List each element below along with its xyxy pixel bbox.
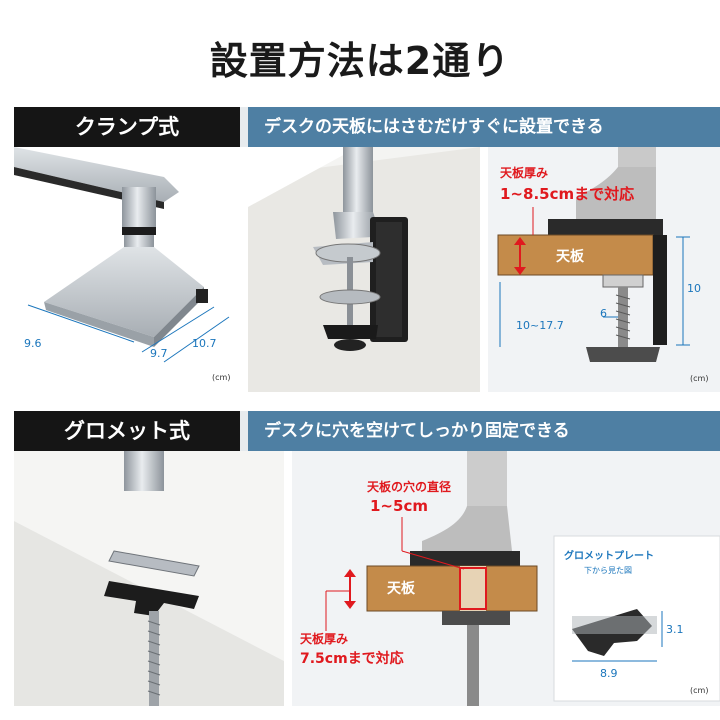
grommet-diagram: 天板 天板の穴の直径 1~5cm 天板厚み 7.5cmまで対応 グロメットプレー… [292,451,720,706]
grommet-plate-title: グロメットプレート [564,549,654,562]
grommet-plate-inset: グロメットプレート 下から見た図 8.9 3.1 (cm) [553,535,720,702]
grommet-hole-range: 1~5cm [370,497,428,515]
base-side-label: 10.7 [192,337,217,350]
clamp-dim-span: 10~17.7 [516,319,564,332]
base-depth-label: 9.7 [150,347,168,360]
grommet-plate-subtitle: 下から見た図 [584,566,632,575]
clamp-dim-height: 10 [687,282,701,295]
grommet-hole-label: 天板の穴の直径 [367,479,451,494]
grommet-thickness-range: 7.5cmまで対応 [300,650,404,667]
grommet-plate-unit: (cm) [690,686,708,695]
grommet-plate-height: 3.1 [666,623,684,636]
clamp-thickness-range: 1~8.5cmまで対応 [500,185,634,203]
clamp-board-label: 天板 [556,248,585,265]
page-title: 設置方法は2通り [209,39,511,83]
grommet-plate-width: 8.9 [600,667,618,680]
grommet-tag: グロメット式 [14,411,240,451]
grommet-board-label: 天板 [387,580,416,597]
clamp-dim-gap: 6 [600,307,607,320]
grommet-photo [14,451,284,706]
grommet-thickness-label: 天板厚み [300,631,348,646]
clamp-unit-label: (cm) [690,374,708,383]
base-unit-label: (cm) [212,373,230,382]
clamp-tag: クランプ式 [14,107,240,147]
base-dimension-lines [27,304,230,363]
base-width-label: 9.6 [24,337,42,350]
clamp-base-photo: 9.6 9.7 10.7 (cm) [14,147,240,392]
grommet-description: デスクに穴を空けてしっかり固定できる [248,411,720,451]
clamp-thickness-label: 天板厚み [500,165,548,180]
clamp-description: デスクの天板にはさむだけすぐに設置できる [248,107,720,147]
clamp-desk-photo [248,147,480,392]
clamp-diagram: 天板 天板厚み 1~8.5cmまで対応 10 10~17.7 6 [488,147,720,392]
